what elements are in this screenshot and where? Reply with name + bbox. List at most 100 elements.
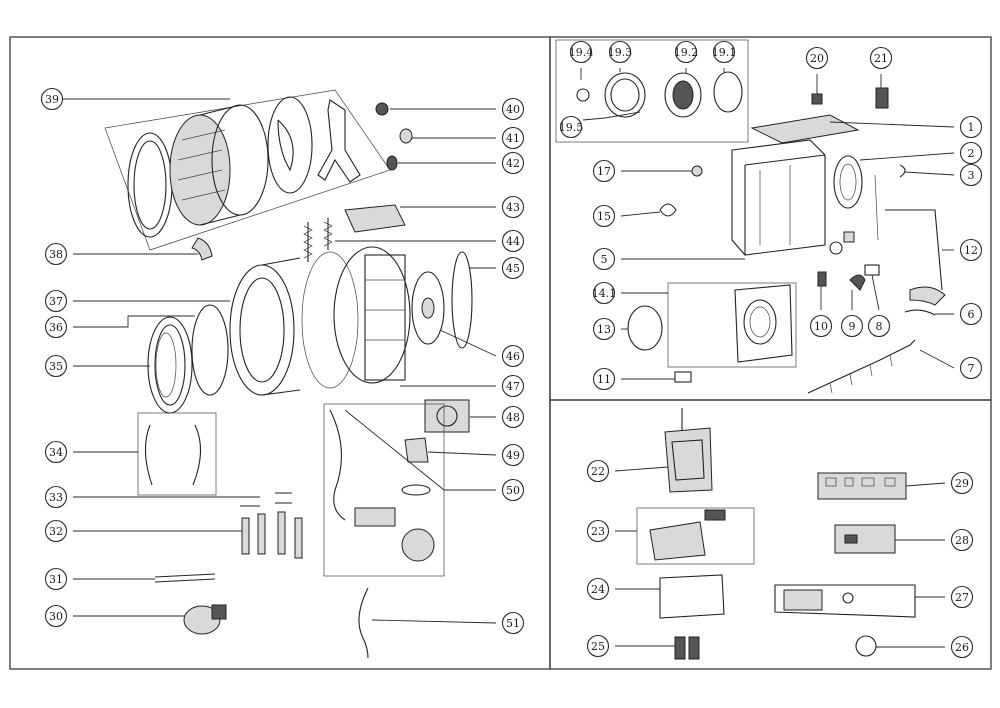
callout-number: 17 bbox=[597, 165, 611, 178]
callout-19-5: 19.5 bbox=[559, 115, 583, 139]
leader-line-36 bbox=[73, 315, 195, 328]
callout-circle bbox=[44, 567, 68, 591]
callout-19-3: 19.3 bbox=[608, 40, 633, 64]
callout-circle bbox=[501, 256, 525, 280]
callout-circle bbox=[950, 471, 974, 495]
callout-circle bbox=[592, 317, 616, 341]
callout-number: 14.1 bbox=[592, 287, 617, 300]
callout-26: 26 bbox=[950, 635, 974, 659]
leader-line-29 bbox=[905, 482, 946, 487]
callout-number: 9 bbox=[849, 320, 856, 333]
callout-circle bbox=[592, 281, 616, 305]
callout-circle bbox=[501, 443, 525, 467]
callout-circle bbox=[44, 354, 68, 378]
callout-29: 29 bbox=[950, 471, 974, 495]
leader-line-8 bbox=[871, 274, 880, 311]
callout-number: 45 bbox=[506, 262, 520, 275]
callout-7: 7 bbox=[959, 356, 983, 380]
left-panel-frame bbox=[9, 36, 551, 670]
leader-line-15 bbox=[620, 211, 661, 217]
callout-circle bbox=[674, 40, 698, 64]
callout-circle bbox=[44, 315, 68, 339]
callout-number: 7 bbox=[968, 362, 975, 375]
callout-circle bbox=[959, 163, 983, 187]
callout-19-1: 19.1 bbox=[712, 40, 737, 64]
callout-number: 23 bbox=[591, 525, 605, 538]
callout-number: 32 bbox=[49, 525, 63, 538]
callout-45: 45 bbox=[501, 256, 525, 280]
callout-circle bbox=[44, 519, 68, 543]
callout-number: 25 bbox=[591, 640, 605, 653]
callout-36: 36 bbox=[44, 315, 68, 339]
callout-number: 13 bbox=[597, 323, 611, 336]
callout-number: 29 bbox=[955, 477, 969, 490]
callout-circle bbox=[959, 141, 983, 165]
callout-49: 49 bbox=[501, 443, 525, 467]
callout-11: 11 bbox=[592, 367, 616, 391]
callout-number: 10 bbox=[814, 320, 828, 333]
callout-number: 31 bbox=[49, 573, 63, 586]
callout-5: 5 bbox=[592, 247, 616, 271]
callout-19-2: 19.2 bbox=[674, 40, 698, 64]
callout-number: 34 bbox=[49, 446, 63, 459]
callout-circle bbox=[586, 577, 610, 601]
callout-circle bbox=[44, 289, 68, 313]
callout-37: 37 bbox=[44, 289, 68, 313]
callout-circle bbox=[592, 247, 616, 271]
callout-25: 25 bbox=[586, 634, 610, 658]
callout-28: 28 bbox=[950, 528, 974, 552]
callout-circle bbox=[592, 159, 616, 183]
callout-41: 41 bbox=[501, 126, 525, 150]
callout-number: 19.3 bbox=[608, 46, 633, 59]
leader-line-50 bbox=[344, 409, 496, 491]
callout-number: 28 bbox=[955, 534, 969, 547]
callout-number: 8 bbox=[876, 320, 883, 333]
callout-34: 34 bbox=[44, 440, 68, 464]
callout-19-4: 19.4 bbox=[569, 40, 594, 64]
callout-number: 19.4 bbox=[569, 46, 594, 59]
suspension-parts-illustration bbox=[137, 412, 303, 635]
callout-number: 19.1 bbox=[712, 46, 737, 59]
callout-circle bbox=[959, 238, 983, 262]
callout-number: 6 bbox=[968, 308, 975, 321]
callout-labels: 3940414243444538373635464748493450333231… bbox=[40, 40, 983, 659]
callout-number: 26 bbox=[955, 641, 969, 654]
callout-circle bbox=[501, 97, 525, 121]
callout-number: 39 bbox=[45, 93, 59, 106]
callout-15: 15 bbox=[592, 204, 616, 228]
callout-number: 41 bbox=[506, 132, 520, 145]
callout-circle bbox=[867, 314, 891, 338]
leader-line-49 bbox=[427, 451, 497, 456]
callout-43: 43 bbox=[501, 195, 525, 219]
callout-number: 47 bbox=[506, 380, 520, 393]
callout-number: 37 bbox=[49, 295, 63, 308]
callout-number: 1 bbox=[968, 121, 975, 134]
callout-22: 22 bbox=[586, 459, 610, 483]
callout-number: 15 bbox=[597, 210, 611, 223]
callout-circle bbox=[569, 40, 593, 64]
callout-39: 39 bbox=[40, 87, 64, 111]
callout-48: 48 bbox=[501, 405, 525, 429]
callout-circle bbox=[501, 151, 525, 175]
leader-lines bbox=[52, 68, 955, 648]
callout-27: 27 bbox=[950, 585, 974, 609]
leader-line-2 bbox=[859, 152, 955, 161]
callout-circle bbox=[44, 485, 68, 509]
callout-number: 44 bbox=[506, 235, 520, 248]
callout-23: 23 bbox=[586, 519, 610, 543]
callout-42: 42 bbox=[501, 151, 525, 175]
callout-number: 5 bbox=[601, 253, 608, 266]
callout-circle bbox=[501, 611, 525, 635]
callout-circle bbox=[959, 115, 983, 139]
dispenser-and-controls-illustration bbox=[636, 408, 916, 660]
callout-13: 13 bbox=[592, 317, 616, 341]
callout-circle bbox=[586, 634, 610, 658]
callout-20: 20 bbox=[805, 46, 829, 70]
callout-number: 42 bbox=[506, 157, 520, 170]
callout-44: 44 bbox=[501, 229, 525, 253]
callout-14-1: 14.1 bbox=[592, 281, 617, 305]
callout-number: 36 bbox=[49, 321, 63, 334]
leader-line-22 bbox=[614, 466, 669, 472]
callout-circle bbox=[950, 585, 974, 609]
